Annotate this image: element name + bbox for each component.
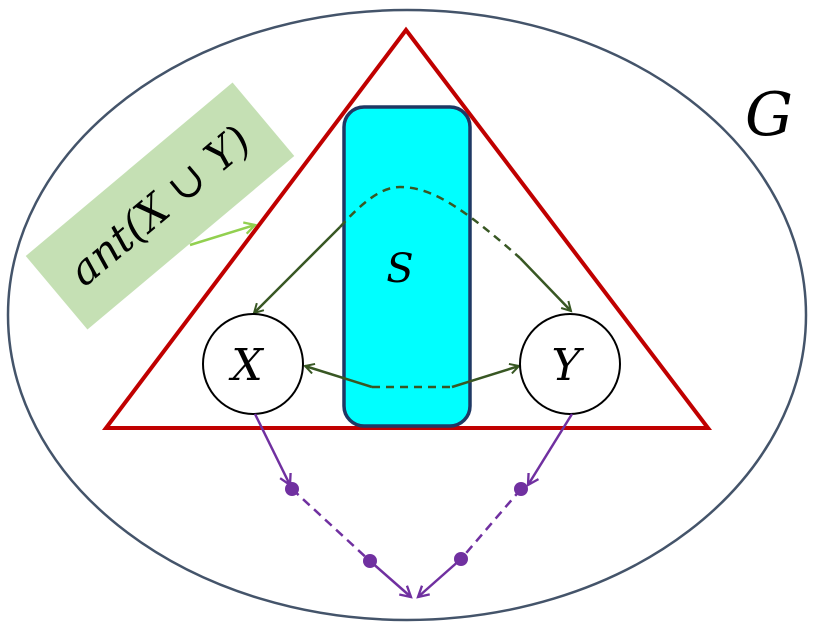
node-y <box>519 313 621 415</box>
node-y-label: Y <box>551 340 584 391</box>
node-x <box>202 313 304 415</box>
graph-label: G <box>745 80 793 150</box>
descendant-edge-from-x <box>253 413 290 485</box>
path-dot <box>454 552 468 566</box>
lower-edge-to-x <box>305 366 373 389</box>
node-x-label: X <box>228 340 264 391</box>
upper-edge-to-x <box>254 226 341 313</box>
upper-dashed-path <box>339 185 521 259</box>
descendant-edge-from-y <box>528 413 574 485</box>
collider-edge-right <box>418 558 462 597</box>
upper-edge-to-y <box>519 257 571 311</box>
ancestral-set-pointer <box>189 225 255 247</box>
lower-edge-to-y <box>451 366 519 389</box>
ancestral-set-tag: ant(X ∪ Y) <box>25 82 295 330</box>
graph-boundary <box>6 8 808 622</box>
collider-edge-left <box>369 560 411 597</box>
descendant-dashed-right <box>460 488 522 560</box>
descendant-dashed-left <box>291 488 371 562</box>
path-dot <box>285 482 299 496</box>
separator-label: S <box>386 246 413 292</box>
path-dot <box>514 482 528 496</box>
separator-set-box <box>342 105 472 428</box>
path-dot <box>363 554 377 568</box>
